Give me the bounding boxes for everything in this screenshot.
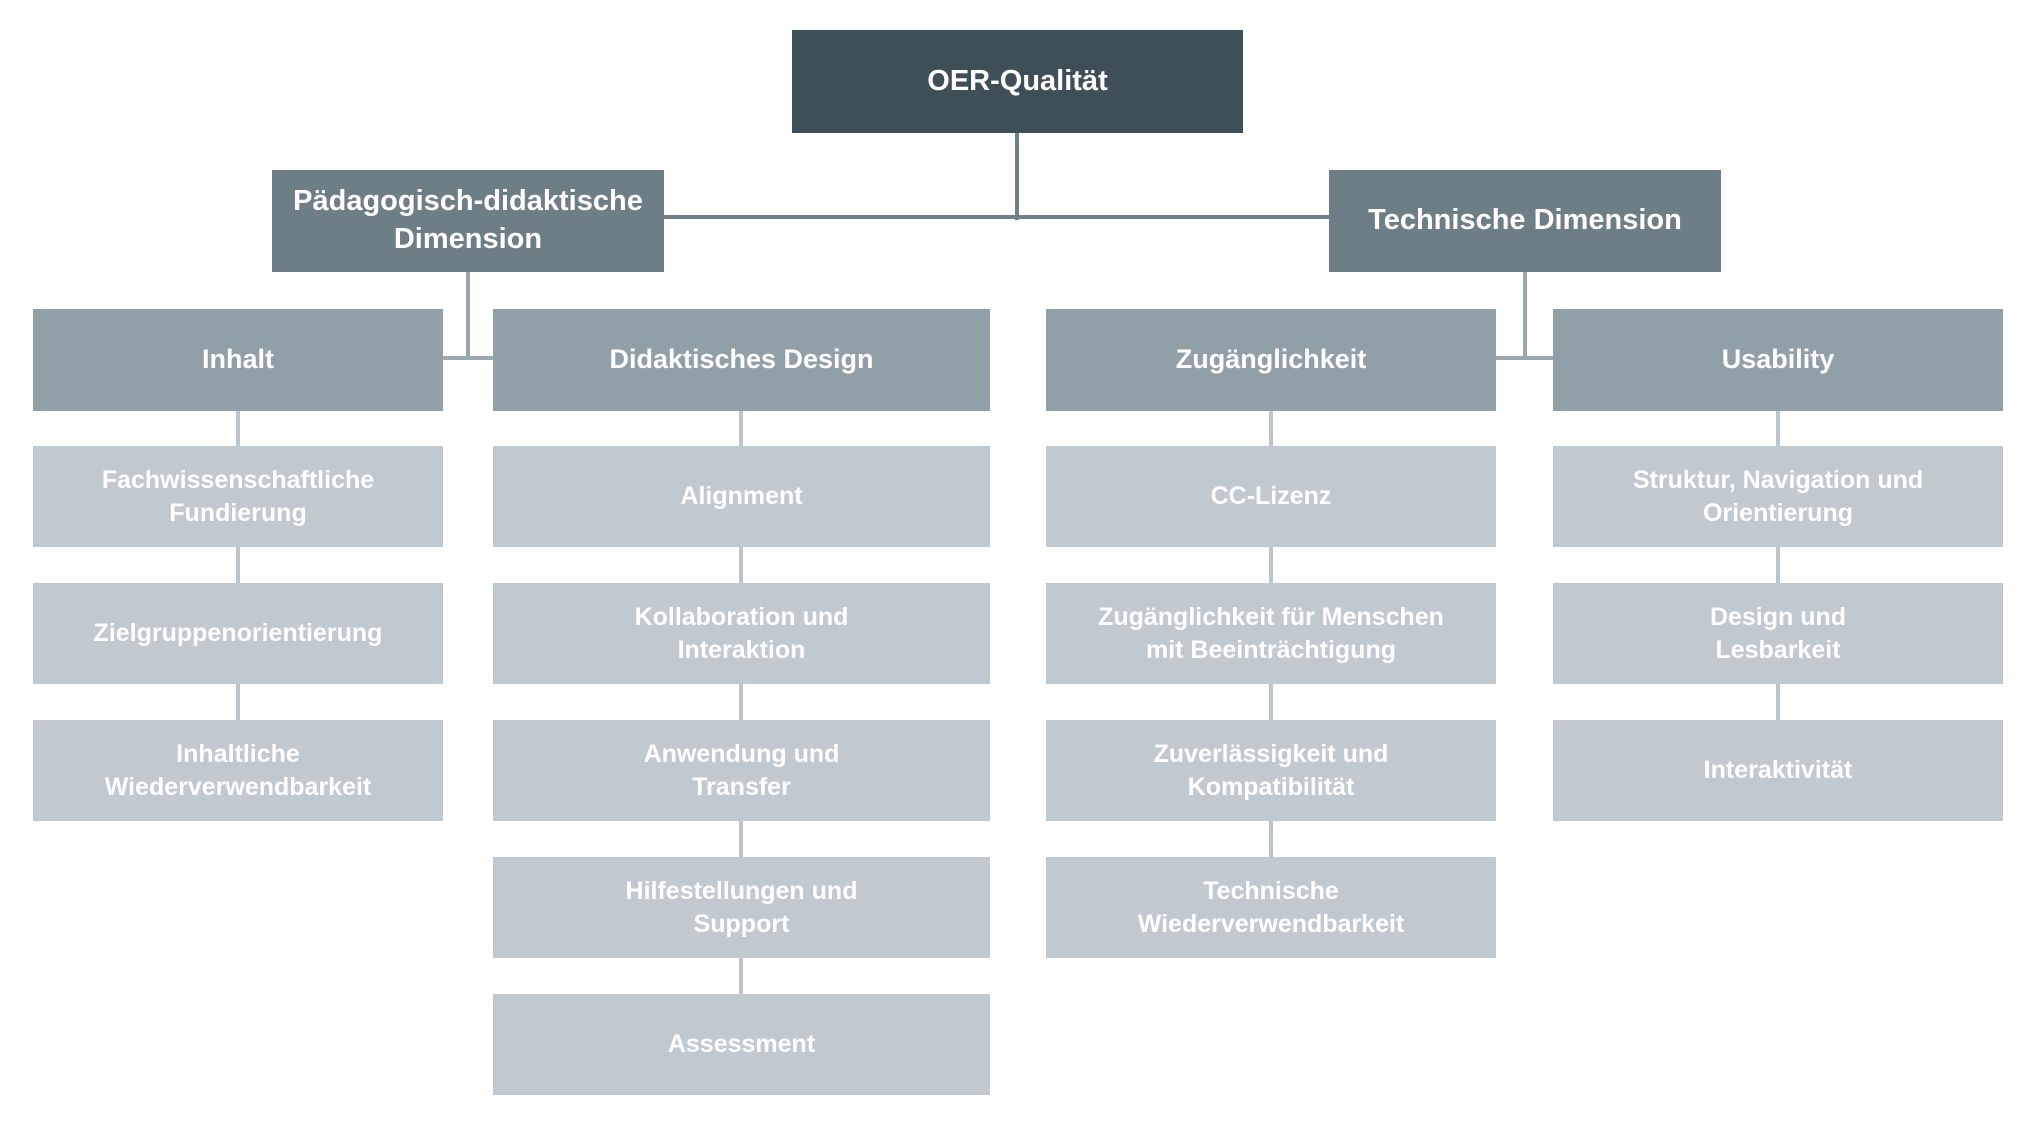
node-inhaltliche-wiederverwendbarkeit: Inhaltliche Wiederverwendbarkeit	[33, 720, 443, 821]
connector-col4-gap2	[1776, 547, 1780, 583]
connector-col3-gap2	[1269, 547, 1273, 583]
connector-col4-gap3	[1776, 684, 1780, 720]
node-didaktisches-design: Didaktisches Design	[493, 309, 990, 411]
node-kollaboration-und-interaktion: Kollaboration und Interaktion	[493, 583, 990, 684]
node-technische-wiederverwendbarkeit: Technische Wiederverwendbarkeit	[1046, 857, 1496, 958]
node-fachwissenschaftliche-fundierung: Fachwissenschaftliche Fundierung	[33, 446, 443, 547]
connector-col1-gap1	[236, 411, 240, 446]
connector-col2-gap5	[739, 958, 743, 994]
connector-col1-col2-horizontal	[443, 356, 493, 360]
node-cc-lizenz: CC-Lizenz	[1046, 446, 1496, 547]
node-zugaenglichkeit: Zugänglichkeit	[1046, 309, 1496, 411]
connector-col3-col4-horizontal	[1496, 356, 1553, 360]
connector-col1-gap3	[236, 684, 240, 720]
node-alignment: Alignment	[493, 446, 990, 547]
node-design-und-lesbarkeit: Design und Lesbarkeit	[1553, 583, 2003, 684]
connector-col2-gap2	[739, 547, 743, 583]
node-assessment: Assessment	[493, 994, 990, 1095]
node-zuverlaessigkeit-und-kompatibilitaet: Zuverlässigkeit und Kompatibilität	[1046, 720, 1496, 821]
connector-root-vertical	[1015, 133, 1019, 220]
node-oer-qualitaet: OER-Qualität	[792, 30, 1243, 133]
node-anwendung-und-transfer: Anwendung und Transfer	[493, 720, 990, 821]
connector-col4-gap1	[1776, 411, 1780, 446]
node-zugaenglichkeit-fuer-menschen: Zugänglichkeit für Menschen mit Beeinträ…	[1046, 583, 1496, 684]
node-zielgruppenorientierung: Zielgruppenorientierung	[33, 583, 443, 684]
connector-dim2-vertical	[1523, 271, 1527, 360]
connector-col1-gap2	[236, 547, 240, 583]
connector-col3-gap3	[1269, 684, 1273, 720]
connector-col2-gap1	[739, 411, 743, 446]
node-paedagogisch-didaktische-dimension: Pädagogisch-didaktische Dimension	[272, 170, 664, 272]
node-struktur-navigation-orientierung: Struktur, Navigation und Orientierung	[1553, 446, 2003, 547]
node-hilfestellungen-und-support: Hilfestellungen und Support	[493, 857, 990, 958]
node-usability: Usability	[1553, 309, 2003, 411]
connector-col2-gap3	[739, 684, 743, 720]
connector-col3-gap4	[1269, 821, 1273, 857]
connector-col2-gap4	[739, 821, 743, 857]
node-technische-dimension: Technische Dimension	[1329, 170, 1721, 272]
connector-col3-gap1	[1269, 411, 1273, 446]
connector-dim1-vertical	[466, 272, 470, 360]
node-inhalt: Inhalt	[33, 309, 443, 411]
connector-dimensions-horizontal	[664, 215, 1329, 219]
node-interaktivitaet: Interaktivität	[1553, 720, 2003, 821]
